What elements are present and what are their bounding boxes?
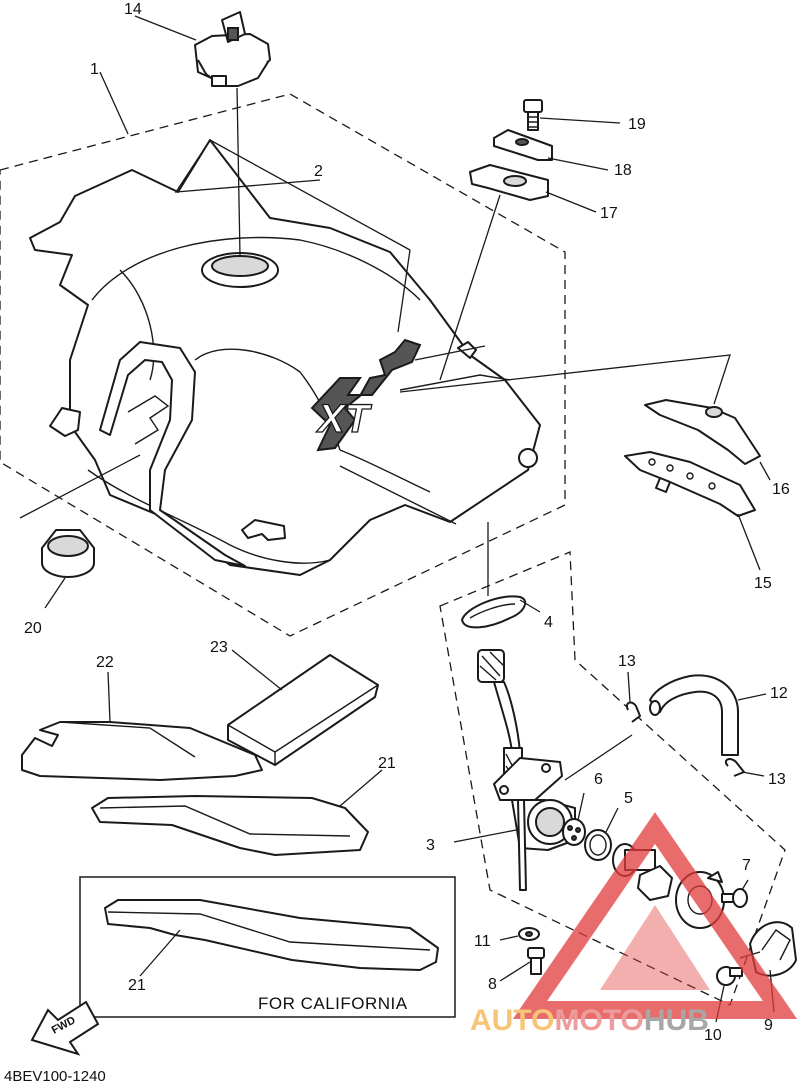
callout-4: 4 — [544, 614, 553, 631]
callout-14: 14 — [124, 1, 142, 18]
watermark-logo: AUTOMOTOHUB — [470, 812, 798, 1037]
drawing-code: 4BEV100-1240 — [4, 1068, 106, 1083]
damper-15 — [624, 451, 756, 517]
fwd-arrow-icon: FWD — [30, 1000, 100, 1056]
screw-10 — [716, 966, 743, 986]
callout-6: 6 — [594, 771, 603, 788]
callout-3: 3 — [426, 837, 435, 854]
california-box — [79, 876, 456, 1018]
callout-5: 5 — [624, 790, 633, 807]
o-ring-5 — [584, 829, 612, 861]
callout-20: 20 — [24, 620, 42, 637]
hose-clip-13-lower — [724, 758, 745, 777]
watermark-auto: AUTO — [470, 1004, 554, 1037]
callout-17: 17 — [600, 205, 618, 222]
callout-8: 8 — [488, 976, 497, 993]
callout-21-upper: 21 — [378, 755, 396, 772]
pad-21-upper — [91, 795, 369, 856]
callout-19: 19 — [628, 116, 646, 133]
pad-22 — [21, 721, 263, 781]
pad-23 — [227, 654, 379, 766]
fuel-cock — [477, 649, 576, 891]
damper-18 — [493, 129, 553, 161]
callout-16: 16 — [772, 481, 790, 498]
fuel-hose-12 — [649, 674, 739, 756]
callout-12: 12 — [770, 685, 788, 702]
watermark-hub: HUB — [644, 1004, 709, 1037]
callout-10: 10 — [704, 1027, 722, 1044]
fuel-cap — [194, 11, 271, 87]
damper-17 — [469, 164, 549, 201]
callout-7: 7 — [742, 857, 751, 874]
watermark-text: AUTOMOTOHUB — [470, 1004, 709, 1037]
callouts: 1 2 3 4 5 6 7 8 9 10 11 12 13 13 14 15 1… — [24, 1, 790, 1044]
callout-9: 9 — [764, 1017, 773, 1034]
bolt-8 — [527, 947, 545, 975]
california-note: FOR CALIFORNIA — [258, 994, 408, 1013]
callout-13-lower: 13 — [768, 771, 786, 788]
callout-21-lower: 21 — [128, 977, 146, 994]
fuel-tank: XT — [29, 139, 541, 576]
leader-lines — [19, 15, 775, 1023]
watermark-triangle-icon — [512, 812, 798, 1019]
callout-22: 22 — [96, 654, 114, 671]
callout-18: 18 — [614, 162, 632, 179]
tank-emblem-text: XT — [316, 397, 373, 441]
callout-2: 2 — [314, 163, 323, 180]
gasket-4 — [461, 595, 527, 629]
callout-15: 15 — [754, 575, 772, 592]
callout-11: 11 — [474, 933, 491, 950]
seal-6 — [562, 818, 586, 846]
hose-clip-13-upper — [626, 701, 641, 723]
screw-7 — [721, 888, 748, 908]
cock-assembly-boundary — [439, 551, 786, 1006]
pad-21-lower — [104, 899, 439, 971]
watermark-moto: MOTO — [554, 1004, 643, 1037]
bolt-19 — [523, 99, 543, 131]
callout-23: 23 — [210, 639, 228, 656]
callout-1: 1 — [90, 61, 99, 78]
callout-13-upper: 13 — [618, 653, 636, 670]
bracket-16 — [644, 399, 761, 465]
grommet-20 — [41, 529, 95, 578]
